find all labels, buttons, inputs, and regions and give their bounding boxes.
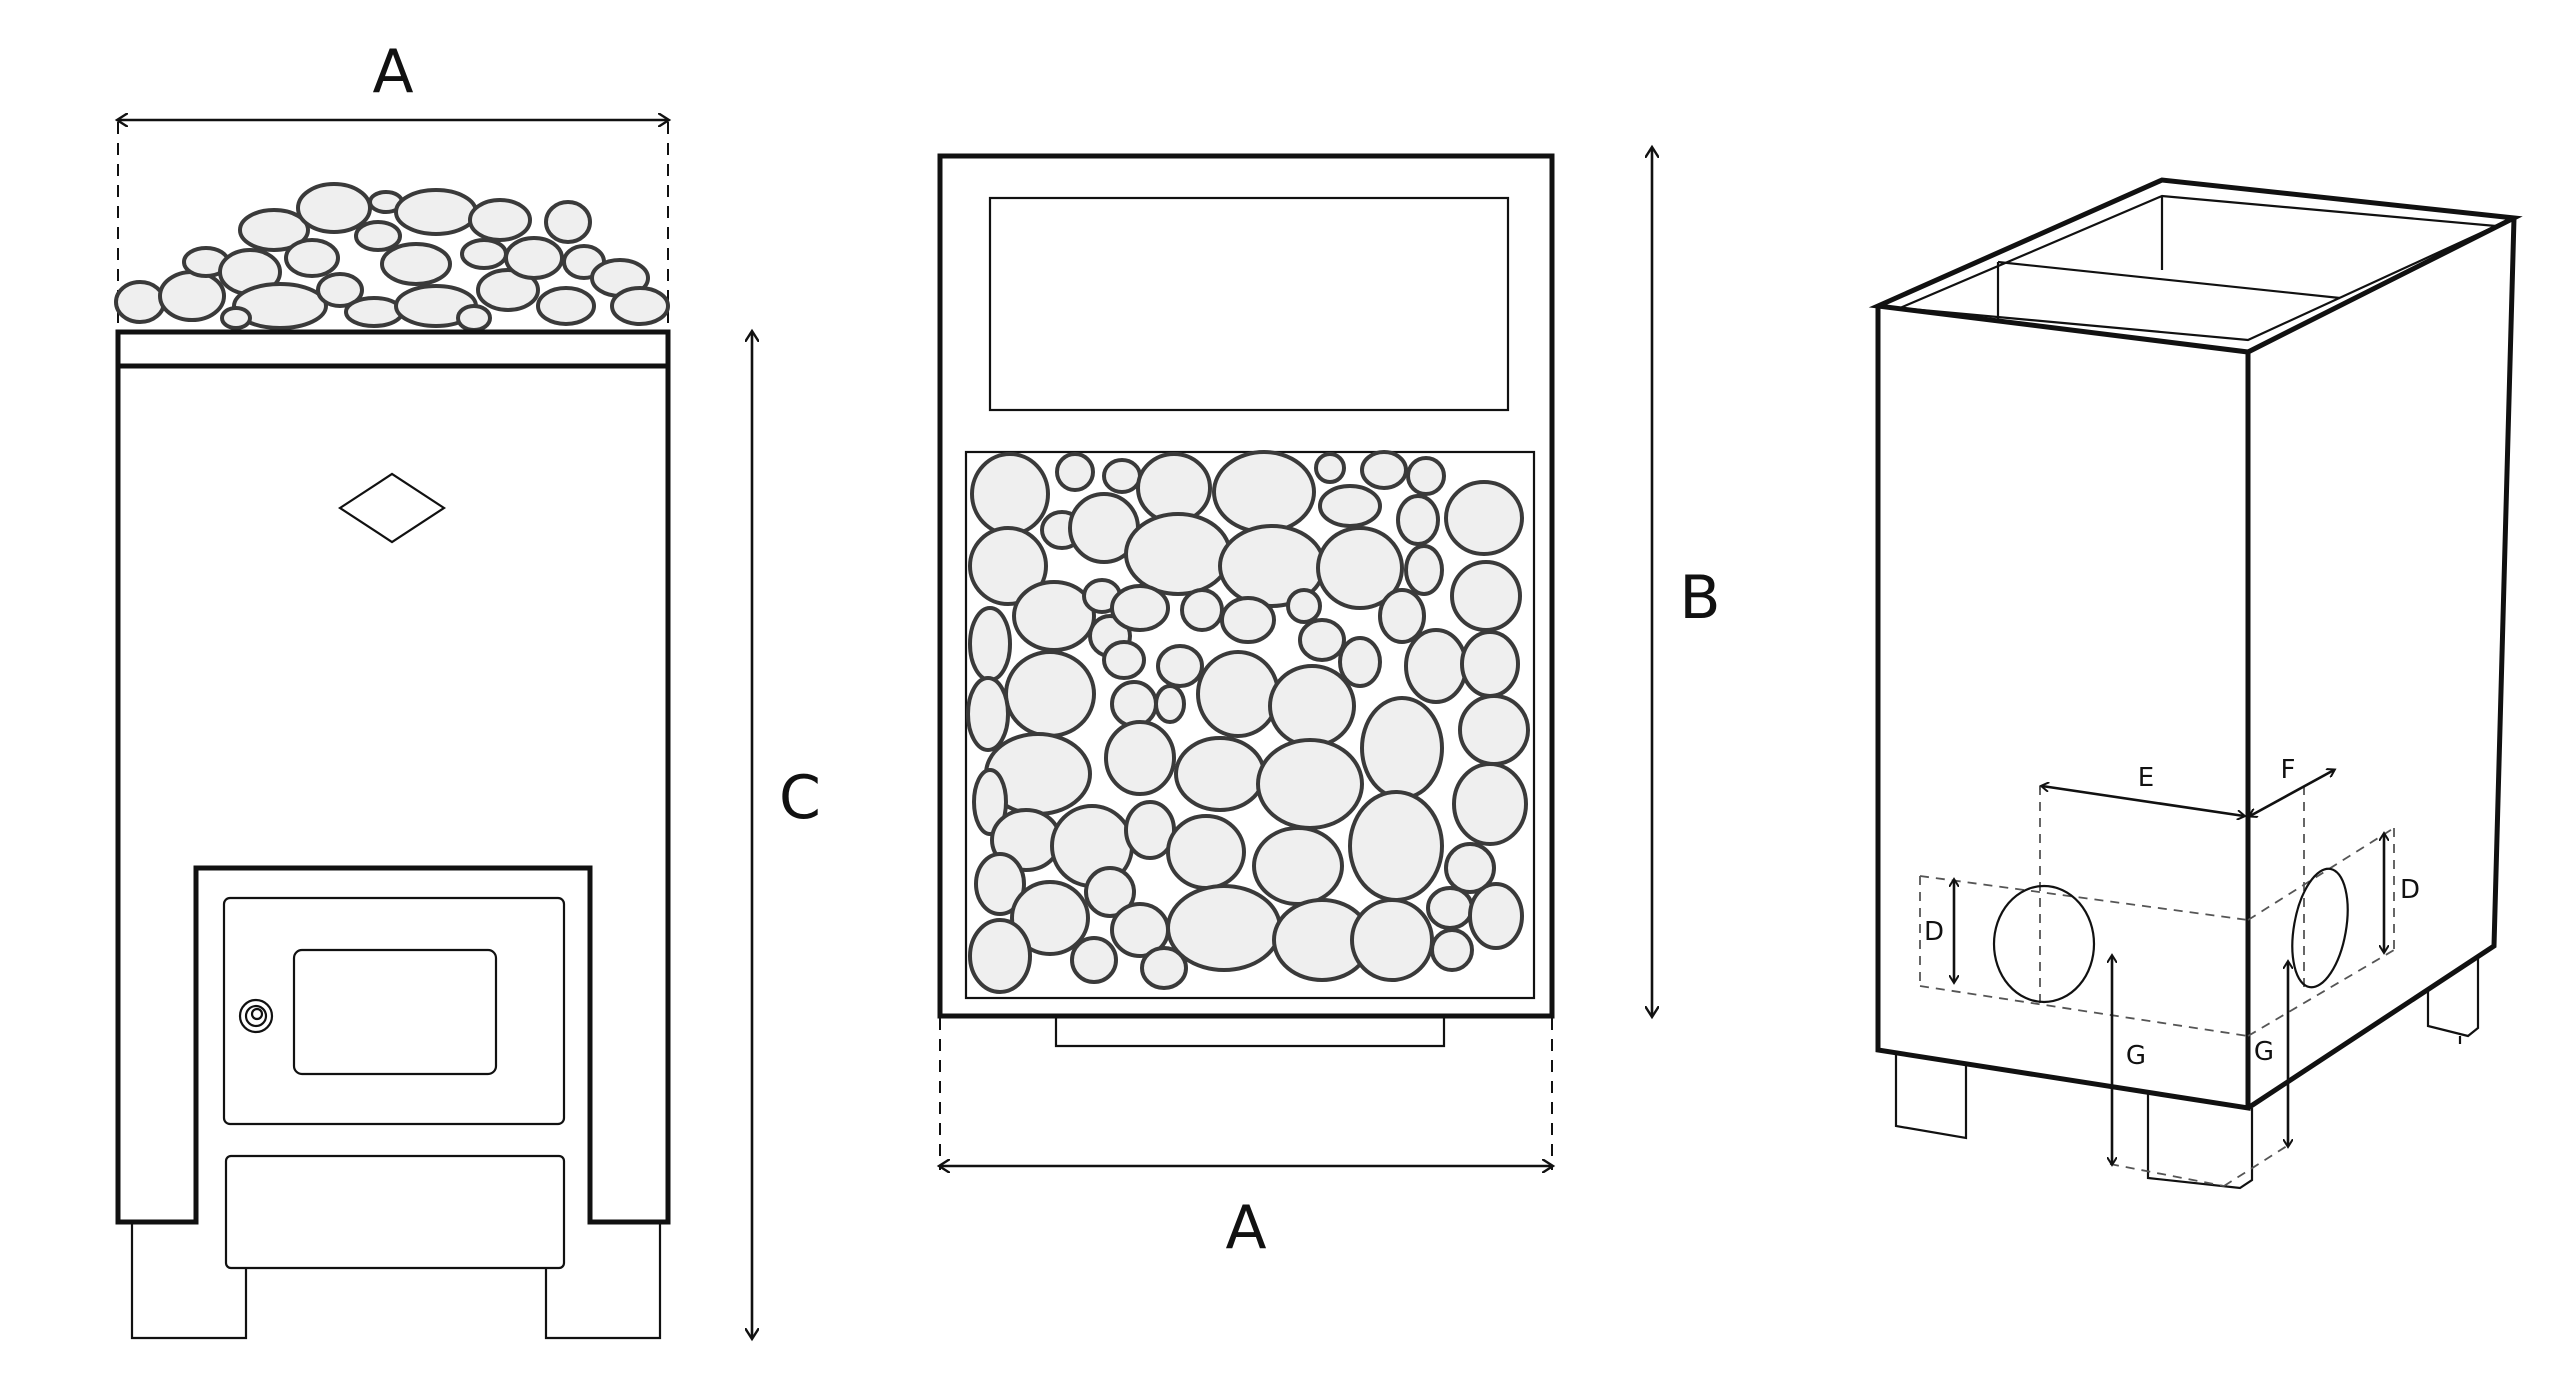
- iso-top-rim: [1868, 177, 2523, 355]
- stone-view-base: [1054, 1016, 1446, 1048]
- door-handle-icon: [238, 998, 274, 1034]
- front-lid: [115, 329, 671, 369]
- iso-right-face: [2246, 217, 2517, 1111]
- iso-outlet-front: [1992, 884, 2096, 1004]
- stone-view: A B: [940, 148, 1721, 1263]
- iso-e-dimension: [2042, 786, 2244, 816]
- firebox-door: [222, 896, 566, 1126]
- iso-f-label: F: [2281, 755, 2296, 785]
- iso-g-left-label: G: [2126, 1041, 2146, 1071]
- upper-panel: [988, 196, 1510, 412]
- iso-leg-front-right: [2146, 1094, 2254, 1190]
- front-view: A: [114, 37, 821, 1340]
- stone-height-label: B: [1679, 563, 1720, 633]
- front-leg-right: [544, 1222, 662, 1340]
- iso-leg-back-right: [2426, 956, 2480, 1038]
- top-stones: [114, 182, 670, 332]
- door-window: [292, 948, 498, 1076]
- iso-leg-front-left: [1894, 1053, 1968, 1140]
- iso-e-label: E: [2138, 763, 2154, 793]
- stone-frame: [937, 153, 1555, 1019]
- iso-d-right-label: D: [2400, 875, 2420, 905]
- iso-g-right-label: G: [2254, 1037, 2274, 1067]
- isometric-view: E F D D G G: [1868, 177, 2523, 1190]
- iso-front-face: [1875, 306, 2251, 1111]
- front-leg-left: [130, 1222, 248, 1340]
- stone-width-label: A: [1225, 1193, 1266, 1263]
- front-height-label: C: [779, 763, 821, 833]
- iso-d-left-label: D: [1924, 917, 1944, 947]
- iso-f-dimension: [2250, 770, 2334, 816]
- ash-drawer: [224, 1154, 566, 1270]
- diamond-emblem: [337, 472, 447, 544]
- front-body: [115, 366, 671, 1225]
- iso-outlet-side: [2291, 867, 2349, 989]
- cage-stones: [966, 450, 1530, 994]
- front-width-label: A: [372, 37, 413, 107]
